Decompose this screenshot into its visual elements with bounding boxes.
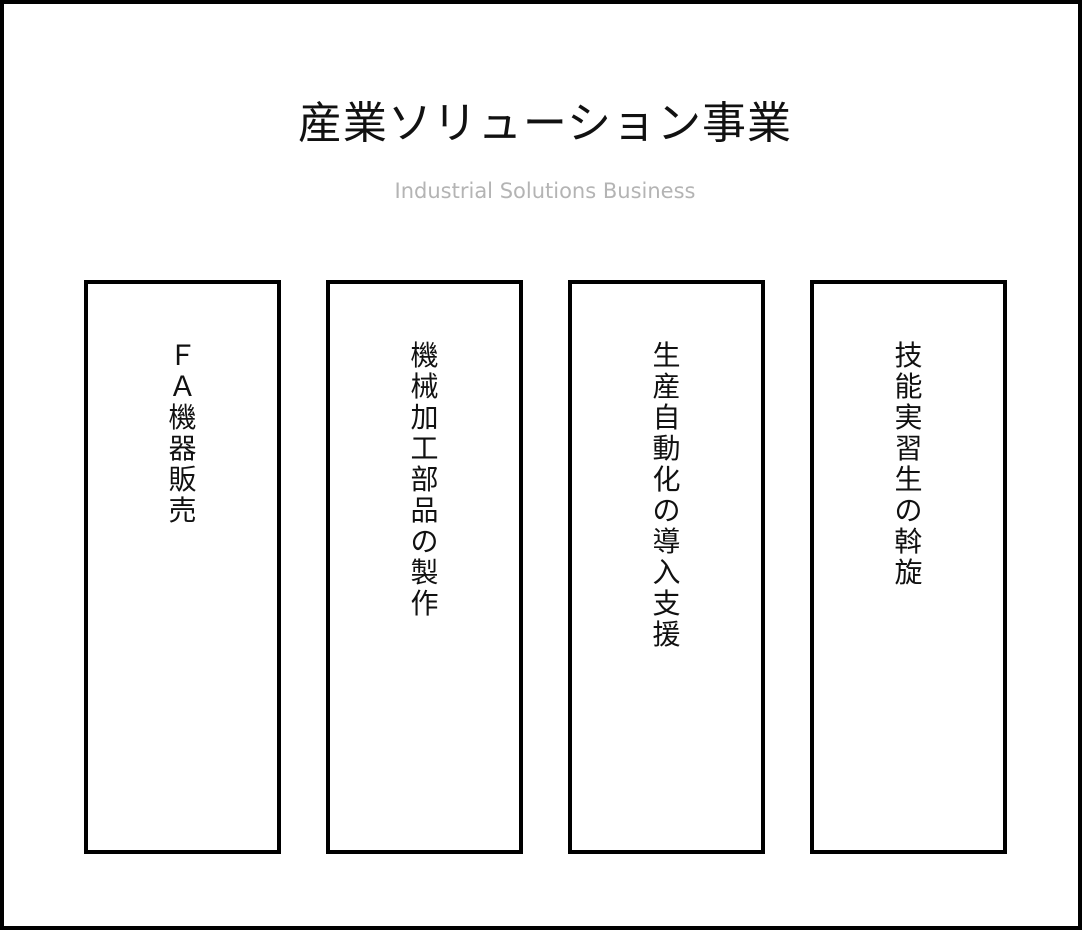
page-title: 産業ソリューション事業	[297, 98, 793, 149]
box-label-char: 技	[894, 339, 923, 372]
box-label-char: 生	[894, 463, 923, 496]
box-label-char: の	[652, 494, 681, 527]
box-label-char: 能	[894, 370, 923, 403]
box-label-char: 支	[652, 587, 681, 620]
box-label-char: Ａ	[168, 370, 197, 403]
box-label-char: 旋	[894, 556, 923, 589]
box-label-char: 援	[652, 618, 681, 651]
box-label-char: 加	[410, 401, 439, 434]
business-box-trainee-placement: 技能実習生の斡旋	[810, 280, 1007, 854]
box-label-char: 製	[410, 556, 439, 589]
box-label-char: 動	[652, 432, 681, 465]
box-label-char: 導	[652, 525, 681, 558]
box-label-char: 品	[410, 494, 439, 527]
box-label-char: 売	[168, 494, 197, 527]
box-label-char: 器	[168, 432, 197, 465]
box-label: 技能実習生の斡旋	[814, 340, 1003, 588]
box-label-char: 部	[410, 463, 439, 496]
business-box-automation-support: 生産自動化の導入支援	[568, 280, 765, 854]
box-label: 生産自動化の導入支援	[572, 340, 761, 650]
box-label-char: 化	[652, 463, 681, 496]
box-label-char: 機	[168, 401, 197, 434]
box-label-char: 作	[410, 587, 439, 620]
box-label-char: 産	[652, 370, 681, 403]
box-label-char: 実	[894, 401, 923, 434]
box-label: 機械加工部品の製作	[330, 340, 519, 619]
box-label-char: 習	[894, 432, 923, 465]
box-label-char: 械	[410, 370, 439, 403]
business-box-machined-parts: 機械加工部品の製作	[326, 280, 523, 854]
box-label-char: 工	[410, 432, 439, 465]
box-label-char: Ｆ	[168, 339, 197, 372]
box-label-char: 斡	[894, 525, 923, 558]
box-label-char: 生	[652, 339, 681, 372]
box-label-char: の	[894, 494, 923, 527]
box-label-char: の	[410, 525, 439, 558]
box-label-char: 自	[652, 401, 681, 434]
box-label-char: 入	[652, 556, 681, 589]
box-label-char: 販	[168, 463, 197, 496]
page-subtitle: Industrial Solutions Business	[394, 179, 696, 203]
box-label-char: 機	[410, 339, 439, 372]
